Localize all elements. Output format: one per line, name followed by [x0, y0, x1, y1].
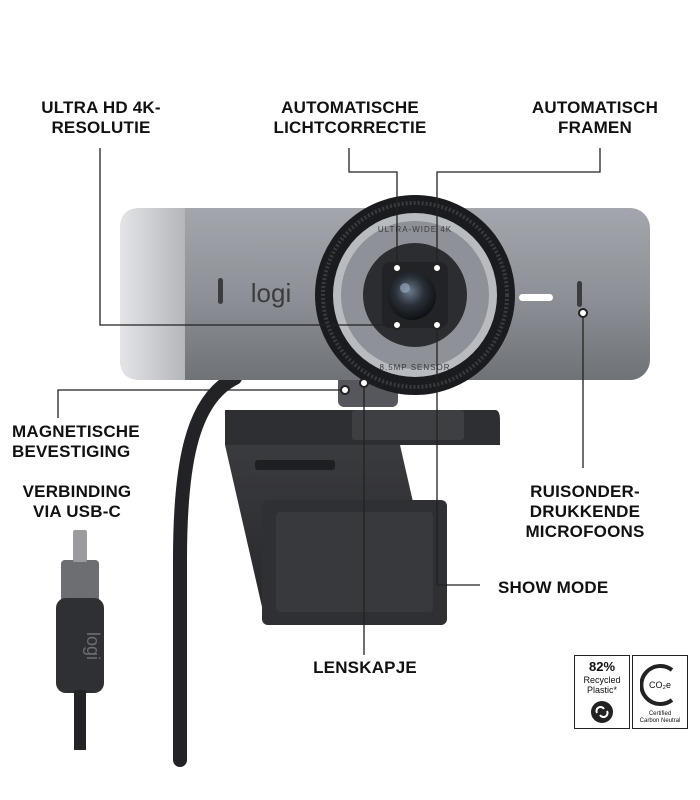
- leader-dots: [340, 263, 588, 395]
- label-ultra-hd: ULTRA HD 4K- RESOLUTIE: [41, 98, 161, 137]
- usb-cable: [173, 371, 242, 767]
- lens-assembly: [315, 195, 515, 395]
- carbon-line2: Carbon Neutral: [639, 718, 681, 724]
- label-show-mode: SHOW MODE: [498, 578, 609, 597]
- mount-clip: [225, 410, 500, 625]
- recycle-icon: [591, 701, 613, 723]
- label-framen: AUTOMATISCH FRAMEN: [531, 98, 659, 137]
- bezel-text-bottom: 8.5MP SENSOR: [380, 363, 451, 372]
- label-usbc: VERBINDING VIA USB-C: [22, 482, 132, 521]
- recycled-line1: Recycled: [583, 675, 621, 685]
- label-magnetisch: MAGNETISCHE BEVESTIGING: [12, 422, 140, 461]
- carbon-symbol: CO₂e: [649, 680, 671, 690]
- bezel-text-top: ULTRA-WIDE 4K: [378, 225, 452, 234]
- carbon-neutral-badge: CO₂e Certified Carbon Neutral: [632, 655, 688, 729]
- plug-logo: logi: [83, 632, 103, 660]
- carbon-c-icon: [640, 664, 674, 706]
- carbon-line1: Certified: [648, 711, 672, 717]
- logi-logo: logi: [251, 278, 291, 308]
- recycled-line2: Plastic*: [586, 685, 617, 695]
- label-lichtcorrectie: AUTOMATISCHE LICHTCORRECTIE: [273, 98, 427, 137]
- label-microfoons: RUISONDER- DRUKKENDE MICROFOONS: [525, 482, 645, 541]
- recycled-plastic-badge: 82% Recycled Plastic*: [574, 655, 630, 729]
- leader-lines: [57, 148, 601, 655]
- recycled-percent: 82%: [588, 659, 616, 674]
- label-lenskapje: LENSKAPJE: [313, 658, 417, 677]
- usb-c-plug: logi: [56, 530, 104, 750]
